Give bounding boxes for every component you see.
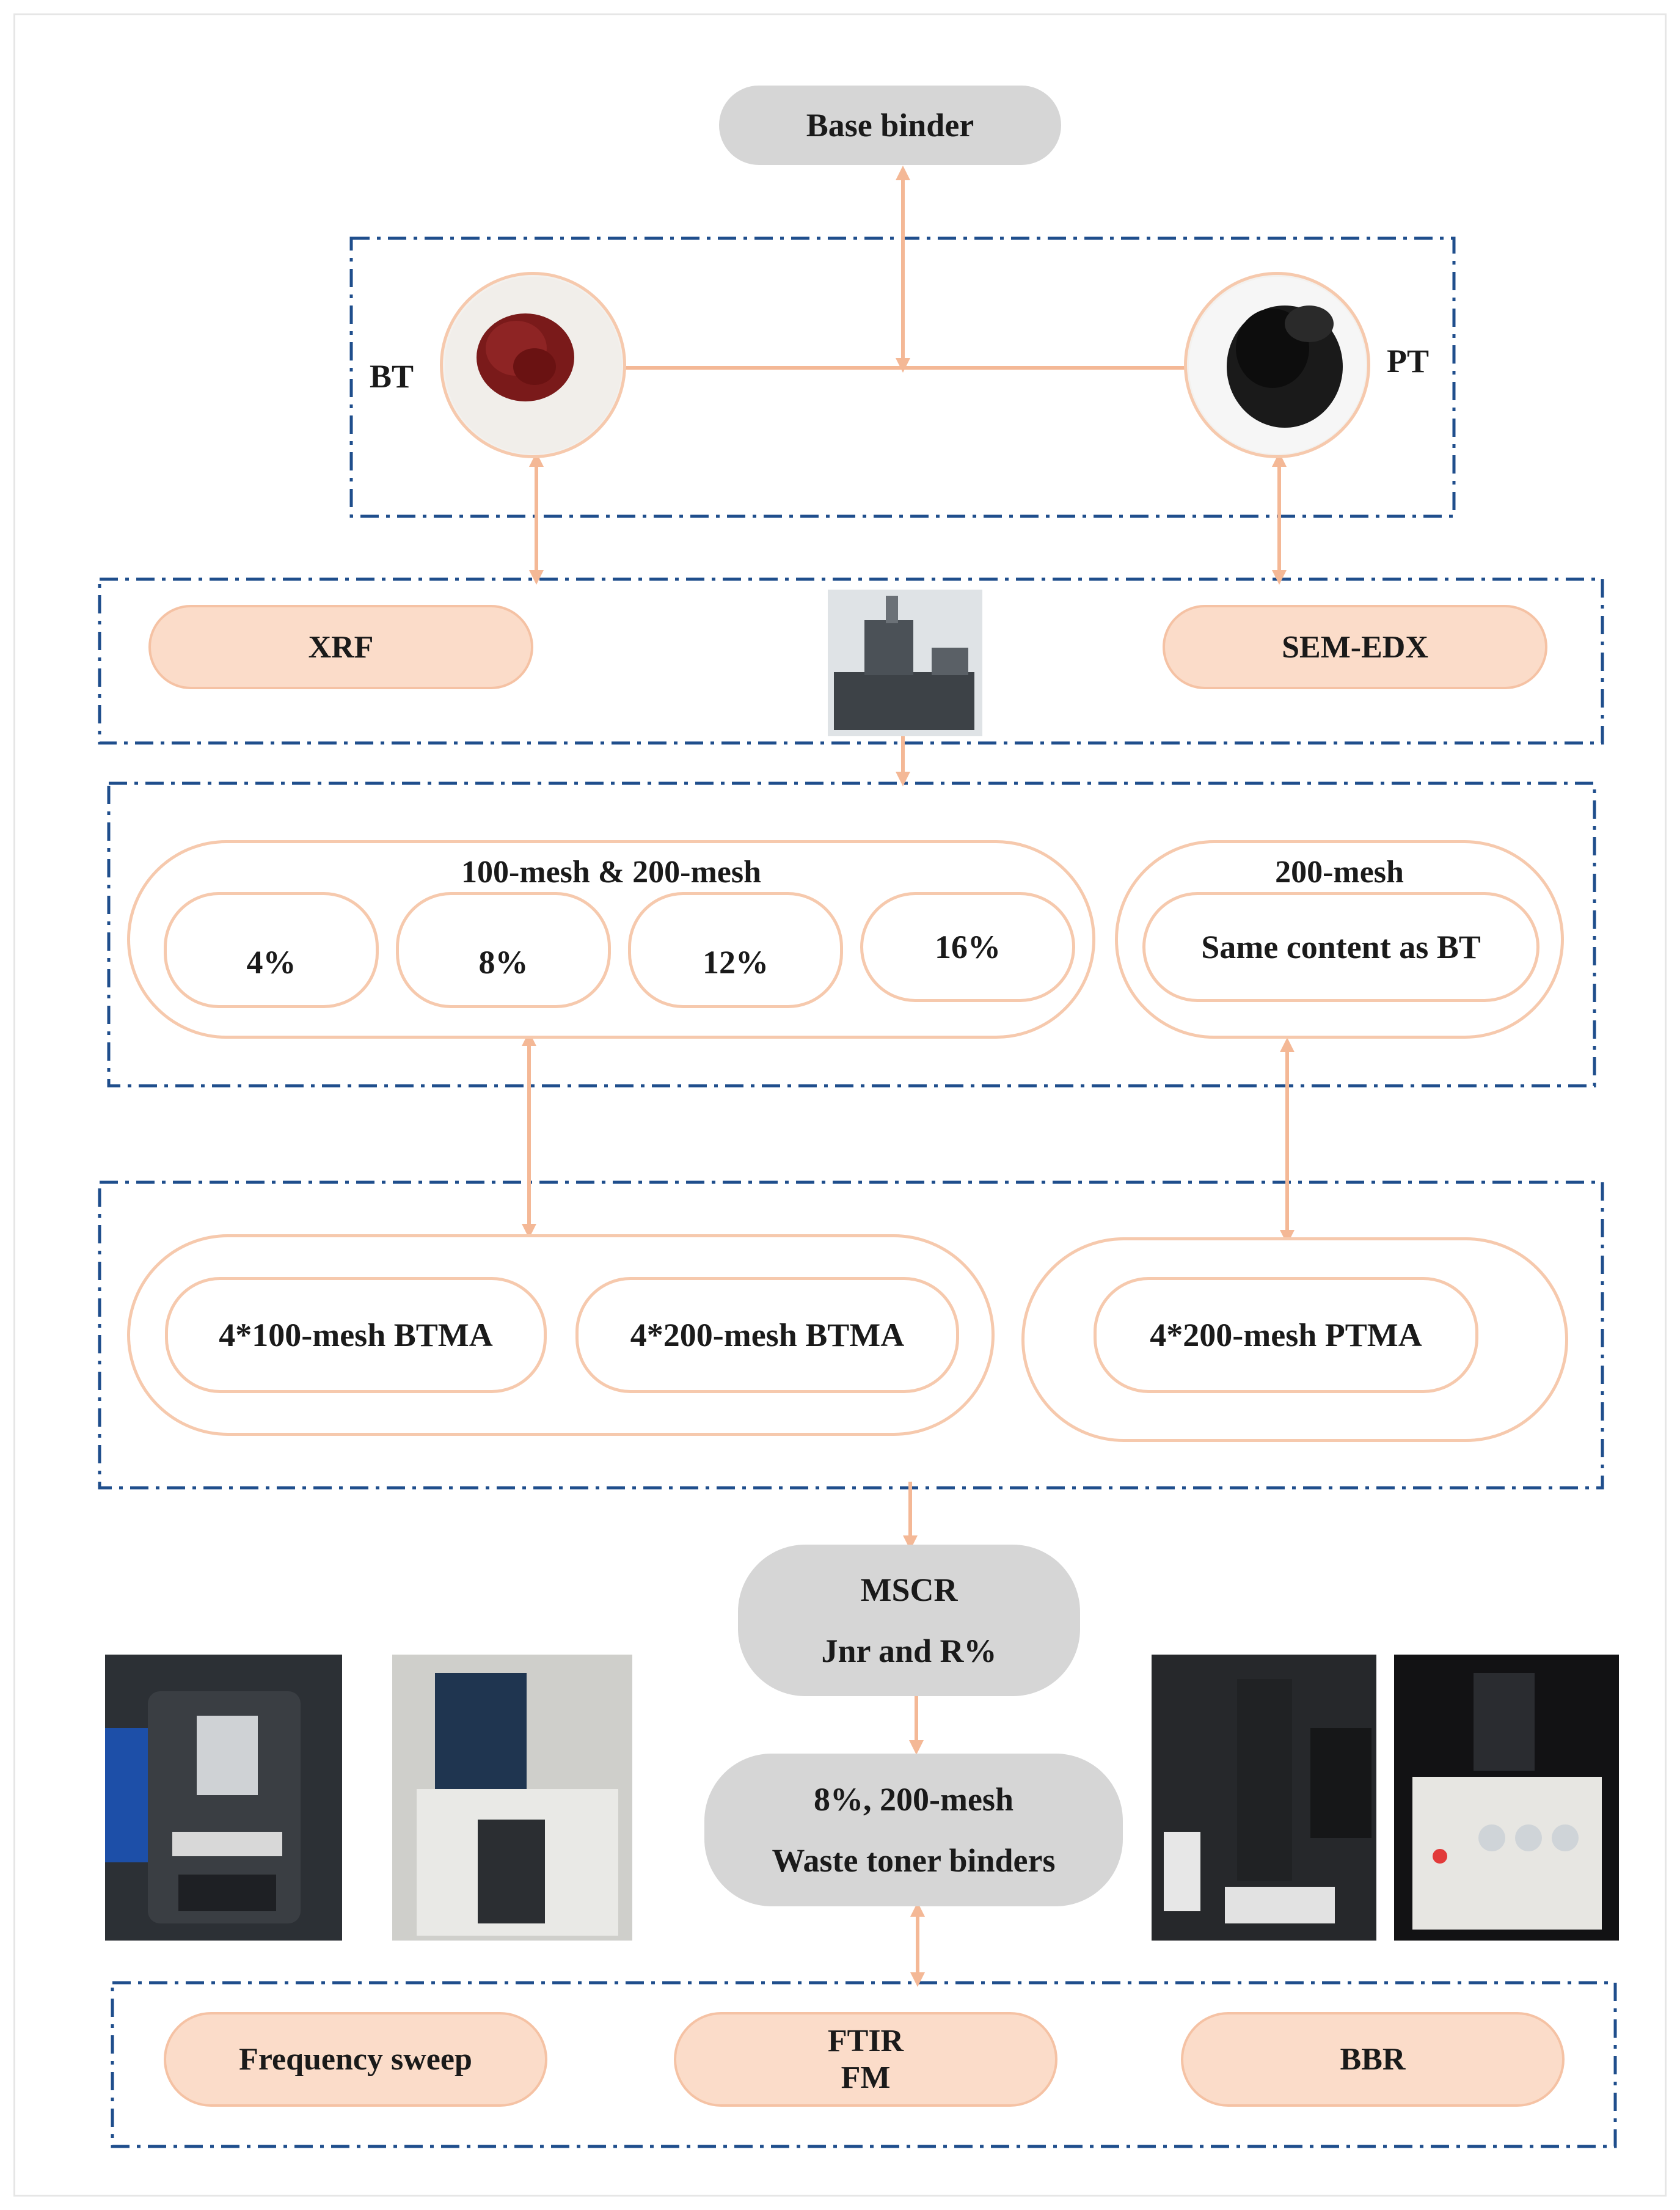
- content-level-16-label: 16%: [935, 929, 1001, 965]
- modified-group-box: [98, 1180, 1604, 1490]
- pt-label: PT: [1387, 343, 1430, 379]
- btma-200-mesh-label: 4*200-mesh BTMA: [630, 1317, 905, 1353]
- sem-edx-test: SEM-EDX: [1163, 605, 1547, 689]
- sem-instrument-photo: [828, 590, 982, 736]
- content-same-as-bt: Same content as BT: [1142, 892, 1539, 1002]
- frequency-sweep-label: Frequency sweep: [239, 2042, 472, 2077]
- content-group-box: [107, 781, 1596, 1088]
- content-level-12: 12%: [628, 892, 843, 1008]
- base-binder-node: Base binder: [719, 86, 1061, 165]
- fm-label: FM: [841, 2060, 891, 2095]
- ftir-label: FTIR: [827, 2023, 904, 2058]
- fluorescence-microscope-photo: [1152, 1655, 1376, 1941]
- content-right-title: 200-mesh: [1275, 855, 1404, 890]
- bbr-test: BBR: [1181, 2012, 1565, 2107]
- bbr-instrument-photo: [1394, 1655, 1619, 1941]
- ftir-fm-test: FTIR FM: [674, 2012, 1057, 2107]
- mscr-label: MSCR: [860, 1572, 958, 1608]
- figure-frame: [13, 13, 1667, 2197]
- content-level-8-label: 8%: [478, 944, 528, 981]
- mscr-node: MSCR Jnr and R%: [738, 1545, 1080, 1696]
- selected-binder-label: 8%, 200-mesh: [814, 1781, 1013, 1818]
- bbr-label: BBR: [1340, 2042, 1406, 2077]
- btma-100-mesh: 4*100-mesh BTMA: [165, 1277, 547, 1393]
- dsr-instrument-photo: [105, 1655, 342, 1941]
- btma-100-mesh-label: 4*100-mesh BTMA: [219, 1317, 493, 1353]
- xrf-label: XRF: [308, 629, 374, 665]
- content-level-4: 4%: [164, 892, 379, 1008]
- content-level-16: 16%: [860, 892, 1075, 1002]
- bottom-tests-group-box: [111, 1981, 1617, 2148]
- selected-binder-node: 8%, 200-mesh Waste toner binders: [704, 1754, 1123, 1906]
- content-left-title: 100-mesh & 200-mesh: [461, 855, 762, 890]
- selected-binder-sub-label: Waste toner binders: [772, 1842, 1056, 1879]
- content-level-12-label: 12%: [703, 944, 769, 981]
- ptma-200-mesh: 4*200-mesh PTMA: [1094, 1277, 1478, 1393]
- content-level-8: 8%: [396, 892, 611, 1008]
- mscr-sub-label: Jnr and R%: [821, 1633, 997, 1669]
- base-binder-label: Base binder: [806, 107, 974, 144]
- bt-label: BT: [370, 358, 414, 395]
- frequency-sweep-test: Frequency sweep: [164, 2012, 547, 2107]
- sem-edx-label: SEM-EDX: [1282, 629, 1428, 665]
- bt-powder-photo: [440, 272, 626, 458]
- content-same-as-bt-label: Same content as BT: [1201, 929, 1481, 965]
- xrf-test: XRF: [148, 605, 533, 689]
- ptma-200-mesh-label: 4*200-mesh PTMA: [1150, 1317, 1422, 1353]
- pt-powder-photo: [1184, 272, 1370, 458]
- content-level-4-label: 4%: [246, 944, 296, 981]
- ftir-instrument-photo: [392, 1655, 632, 1941]
- characterization-group-box: [98, 577, 1604, 745]
- btma-200-mesh: 4*200-mesh BTMA: [575, 1277, 959, 1393]
